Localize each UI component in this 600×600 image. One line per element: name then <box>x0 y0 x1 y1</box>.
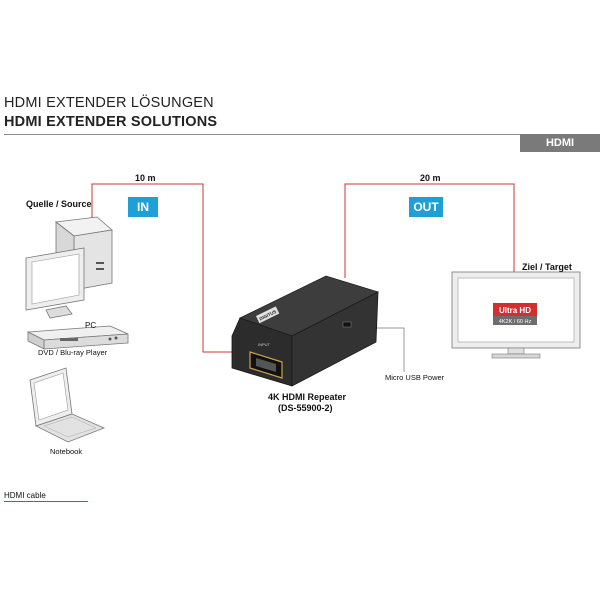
pc-label: PC <box>85 321 97 330</box>
ultra-hd-title: Ultra HD <box>499 306 531 315</box>
out-badge: OUT <box>409 197 443 217</box>
header-divider <box>4 134 600 135</box>
device-model-label: (DS-55900-2) <box>278 403 333 413</box>
in-badge: IN <box>128 197 158 217</box>
source-label: Quelle / Source <box>26 199 92 209</box>
power-label: Micro USB Power <box>385 373 445 382</box>
dvd-label: DVD / Blu-ray Player <box>38 348 108 357</box>
ultra-hd-subtitle: 4K2K / 60 Hz <box>499 319 532 325</box>
pc-icon <box>25 216 113 319</box>
target-label: Ziel / Target <box>522 262 572 272</box>
hdmi-repeater-device: DIGITUS INPUT <box>231 275 380 387</box>
title-german: HDMI EXTENDER LÖSUNGEN <box>4 95 214 111</box>
legend-cable-line <box>4 501 88 502</box>
device-name-label: 4K HDMI Repeater <box>268 392 347 402</box>
ultra-hd-badge <box>493 303 537 316</box>
notebook-label: Notebook <box>50 447 83 456</box>
legend-cable-label: HDMI cable <box>4 491 46 500</box>
target-tv-icon: Ultra HD 4K2K / 60 Hz <box>451 271 581 359</box>
device-port-label: INPUT <box>258 342 271 347</box>
title-english: HDMI EXTENDER SOLUTIONS <box>4 114 218 130</box>
input-cable <box>91 183 248 353</box>
category-tab: HDMI <box>520 134 600 152</box>
output-cable <box>344 183 515 278</box>
distance-in-label: 10 m <box>135 173 156 183</box>
notebook-icon <box>29 367 106 443</box>
dvd-player-icon <box>26 325 129 350</box>
distance-out-label: 20 m <box>420 173 441 183</box>
